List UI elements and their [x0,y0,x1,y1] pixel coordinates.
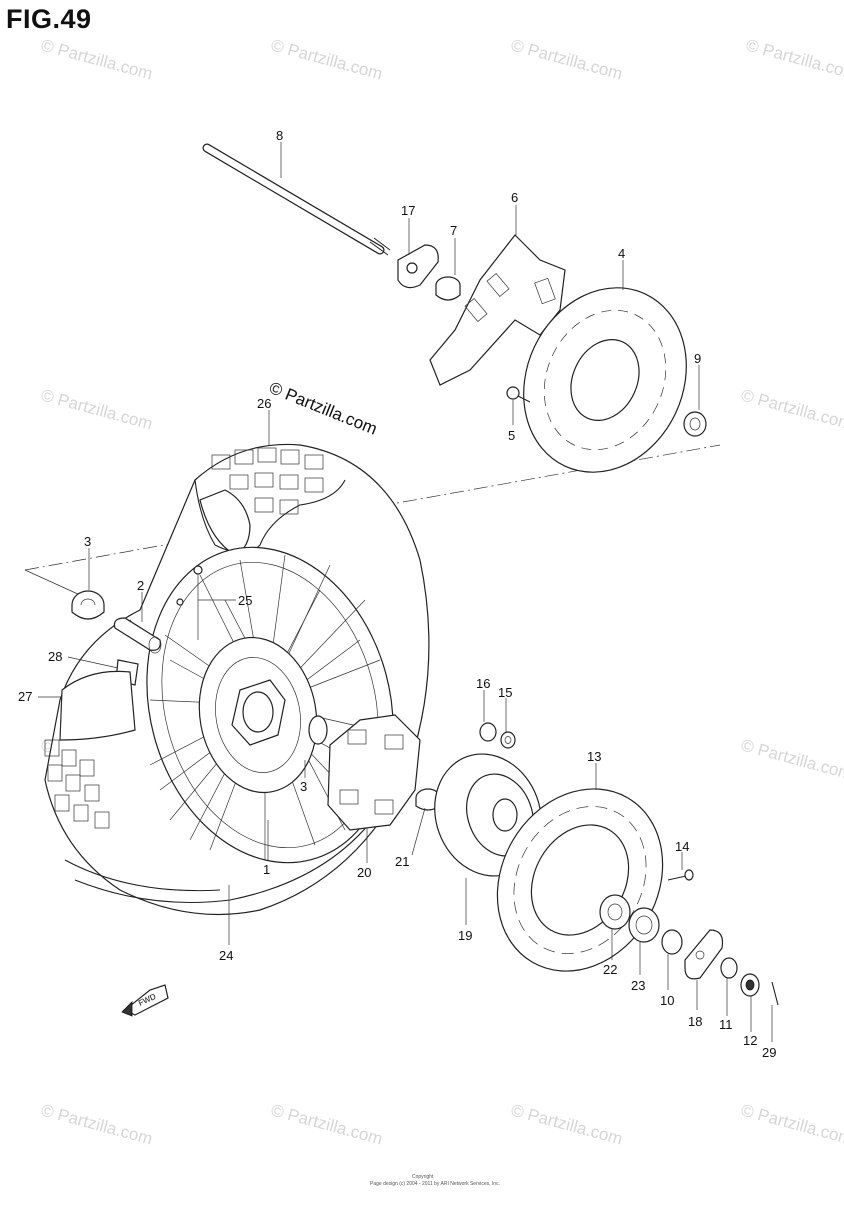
cush-rubber [327,714,421,831]
axis-bracket [24,569,81,596]
callout-7: 7 [450,223,457,238]
callout-14: 14 [675,839,689,854]
oil-seal [628,907,660,943]
wheel-bearing-left [71,590,105,620]
watermark: © Partzilla.com [39,36,155,84]
caliper-plate [397,244,439,289]
callout-3-right: 3 [300,779,307,794]
callout-5: 5 [508,428,515,443]
callout-16: 16 [476,676,490,691]
callout-27: 27 [18,689,32,704]
callout-21: 21 [395,854,409,869]
callout-9: 9 [694,351,701,366]
callout-20: 20 [357,865,371,880]
hub-bearing [308,715,328,745]
tread-pattern [44,447,324,829]
collar [415,788,441,811]
callout-19: 19 [458,928,472,943]
leader-lines [38,142,773,1042]
axle-spacer [113,617,162,654]
watermark: © Partzilla.com [739,736,844,784]
caliper-bracket [429,234,566,386]
callout-26: 26 [257,396,271,411]
watermark: © Partzilla.com [509,36,625,84]
sprocket-nut [479,722,497,742]
callout-2: 2 [137,578,144,593]
watermark: © Partzilla.com [744,36,844,84]
callout-12: 12 [743,1033,757,1048]
spacer-nut [435,276,461,301]
callout-13: 13 [587,749,601,764]
callout-24: 24 [219,948,233,963]
callout-28: 28 [48,649,62,664]
sprocket-bolt [667,869,694,881]
callout-labels: 8 17 7 6 4 9 5 26 3 2 25 28 27 16 15 13 … [18,128,776,1060]
watermark: © Partzilla.com [39,1101,155,1149]
spacer [661,929,683,955]
callout-8: 8 [276,128,283,143]
cotter-pin [771,981,779,1006]
watermark: © Partzilla.com [269,1101,385,1149]
axle-nut-front [683,411,707,437]
callout-22: 22 [603,962,617,977]
sprocket-washer [500,731,516,749]
watermark: © Partzilla.com [39,386,155,434]
axle [202,143,391,256]
callout-15: 15 [498,685,512,700]
callout-6: 6 [511,190,518,205]
rim-band-nipple [176,565,203,640]
disc-bolt [506,386,531,403]
watermark: © Partzilla.com [269,36,385,84]
axle-washer [720,957,738,979]
watermark: © Partzilla.com [739,1101,844,1149]
center-watermark: © Partzilla.com [267,378,380,439]
copyright-notice: Page design (c) 2004 - 2011 by ARI Netwo… [370,1181,500,1187]
watermark: © Partzilla.com [739,386,844,434]
callout-17: 17 [401,203,415,218]
brake-disc-front [523,287,687,473]
copyright-line: Copyright [412,1174,434,1180]
callout-18: 18 [688,1014,702,1029]
callout-1: 1 [263,862,270,877]
inner-tube [59,670,136,741]
wheel-hub [198,636,328,794]
forward-arrow-icon: FWD [121,984,169,1017]
axle-nut-rear [740,973,760,997]
watermark: © Partzilla.com [509,1101,625,1149]
chain-adjuster [684,929,724,980]
callout-23: 23 [631,978,645,993]
callout-3-left: 3 [84,534,91,549]
callout-10: 10 [660,993,674,1008]
callout-29: 29 [762,1045,776,1060]
callout-11: 11 [719,1017,733,1032]
figure-title: FIG.49 [6,4,92,34]
callout-4: 4 [618,246,625,261]
wheel-bearing-right [599,894,631,930]
callout-25: 25 [238,593,252,608]
